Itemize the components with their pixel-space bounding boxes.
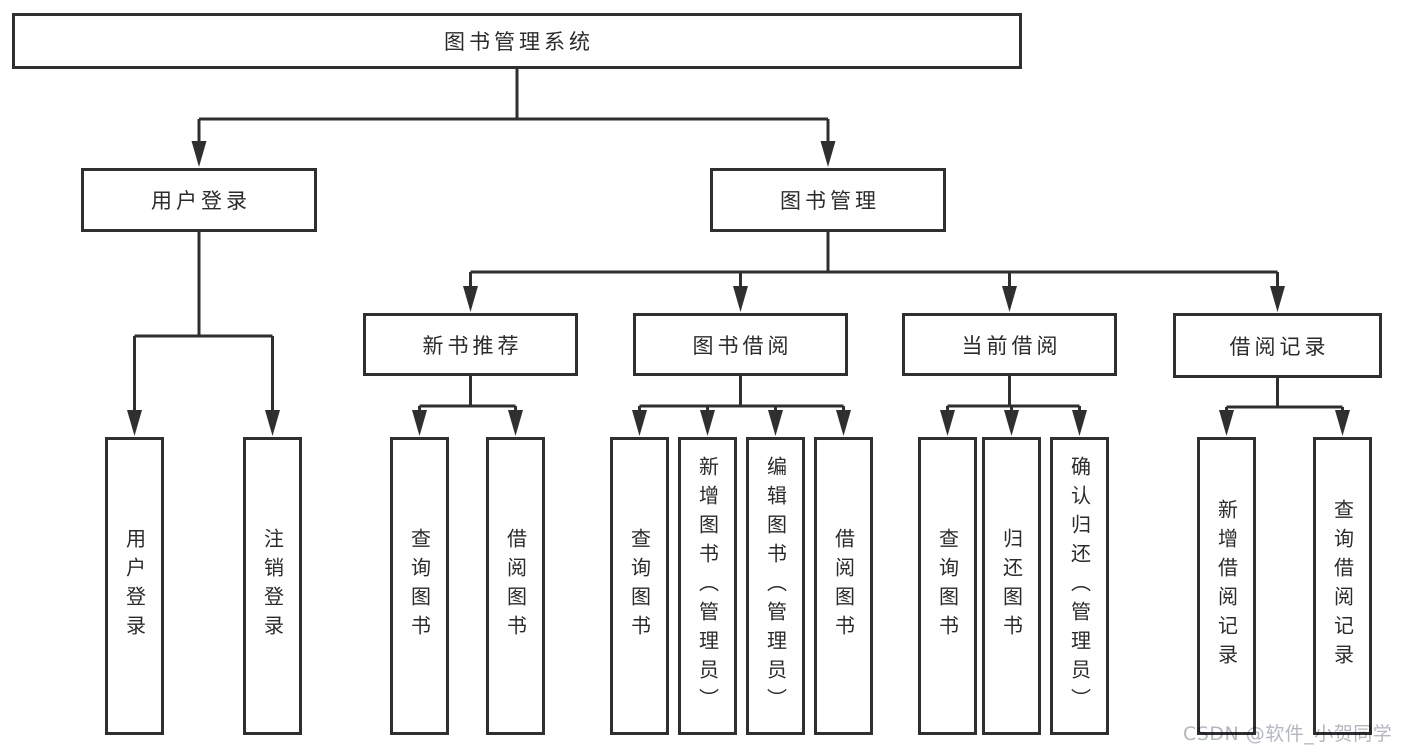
leaf-borrow-query-books: 查询图书 — [610, 437, 669, 735]
arrowhead — [768, 410, 783, 436]
arrowhead — [127, 410, 142, 436]
arrowhead — [412, 410, 427, 436]
leaf-label: 借阅图书 — [503, 528, 528, 644]
leaf-add-borrow-record: 新增借阅记录 — [1197, 437, 1256, 735]
leaf-logout-action: 注销登录 — [243, 437, 302, 735]
arrowhead — [1335, 410, 1350, 436]
leaf-user-login-action: 用户登录 — [105, 437, 164, 735]
leaf-label: 查询借阅记录 — [1330, 499, 1355, 673]
leaf-newbook-borrow-books: 借阅图书 — [486, 437, 545, 735]
node-root-system: 图书管理系统 — [12, 13, 1022, 69]
leaf-label: 查询图书 — [627, 528, 652, 644]
leaf-label: 用户登录 — [122, 528, 147, 644]
node-book-borrow: 图书借阅 — [633, 313, 848, 376]
leaf-edit-books-admin: 编辑图书（管理员） — [746, 437, 805, 735]
node-book-management: 图书管理 — [710, 168, 946, 232]
arrowhead — [463, 286, 478, 312]
leaf-add-books-admin: 新增图书（管理员） — [678, 437, 737, 735]
arrowhead — [191, 141, 207, 167]
connector-root — [197, 68, 830, 150]
leaf-label: 新增借阅记录 — [1214, 499, 1239, 673]
arrowhead — [836, 410, 851, 436]
arrowhead — [1004, 410, 1019, 436]
arrowhead — [1270, 286, 1285, 312]
leaf-confirm-return-admin: 确认归还（管理员） — [1050, 437, 1109, 735]
node-borrow-record: 借阅记录 — [1173, 313, 1382, 378]
arrowhead — [1072, 410, 1087, 436]
arrowhead — [265, 410, 280, 436]
leaf-label: 查询图书 — [407, 528, 432, 644]
connector-new-book — [418, 376, 517, 417]
leaf-label: 新增图书（管理员） — [695, 455, 720, 717]
arrowhead — [1219, 410, 1234, 436]
node-current-borrow: 当前借阅 — [902, 313, 1117, 376]
connector-book-management — [469, 232, 1279, 292]
arrowhead — [1002, 286, 1017, 312]
leaf-newbook-query-books: 查询图书 — [390, 437, 449, 735]
arrowhead — [632, 410, 647, 436]
leaf-label: 借阅图书 — [831, 528, 856, 644]
connector-book-borrow — [638, 376, 845, 417]
arrowhead — [940, 410, 955, 436]
leaf-return-books: 归还图书 — [982, 437, 1041, 735]
leaf-borrow-borrow-books: 借阅图书 — [814, 437, 873, 735]
node-new-book-recommend: 新书推荐 — [363, 313, 578, 376]
arrowhead — [733, 286, 748, 312]
leaf-current-query-books: 查询图书 — [918, 437, 977, 735]
node-user-login: 用户登录 — [81, 168, 317, 232]
leaf-label: 确认归还（管理员） — [1067, 455, 1092, 717]
leaf-query-borrow-record: 查询借阅记录 — [1313, 437, 1372, 735]
leaf-label: 查询图书 — [935, 528, 960, 644]
arrowhead — [820, 141, 836, 167]
leaf-label: 归还图书 — [999, 528, 1024, 644]
leaf-label: 编辑图书（管理员） — [763, 455, 788, 717]
csdn-watermark: CSDN @软件_小贺同学 — [1183, 723, 1393, 745]
arrowheads — [127, 141, 1350, 436]
arrowhead — [700, 410, 715, 436]
leaf-label: 注销登录 — [260, 528, 285, 644]
arrowhead — [508, 410, 523, 436]
connector-borrow-record — [1225, 378, 1344, 417]
connector-user-login — [133, 232, 274, 417]
